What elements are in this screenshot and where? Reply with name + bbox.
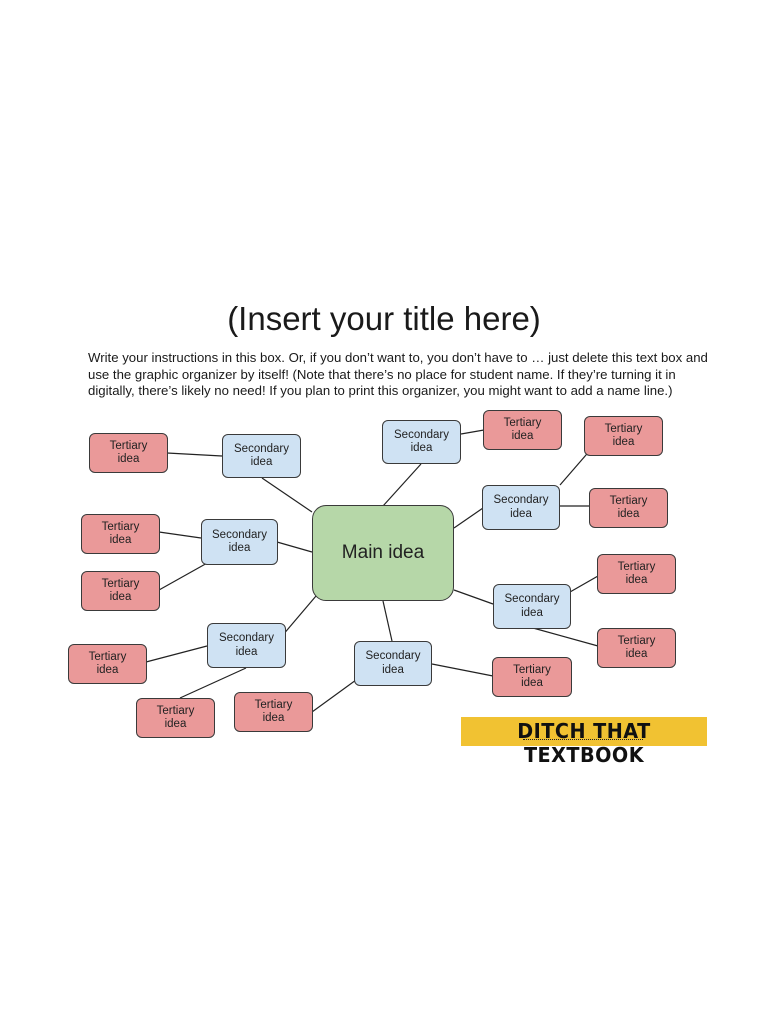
tertiary-idea-node: Tertiary idea bbox=[483, 410, 562, 450]
tertiary-idea-label: Tertiary idea bbox=[513, 663, 551, 690]
connector-line bbox=[281, 595, 317, 637]
secondary-idea-node: Secondary idea bbox=[382, 420, 461, 464]
secondary-idea-node: Secondary idea bbox=[201, 519, 278, 565]
secondary-idea-label: Secondary idea bbox=[394, 428, 449, 455]
secondary-idea-node: Secondary idea bbox=[222, 434, 301, 478]
tertiary-idea-node: Tertiary idea bbox=[68, 644, 147, 684]
connector-line bbox=[261, 477, 313, 513]
tertiary-idea-label: Tertiary idea bbox=[254, 698, 293, 725]
tertiary-idea-node: Tertiary idea bbox=[81, 514, 160, 554]
secondary-idea-label: Secondary idea bbox=[504, 593, 560, 619]
secondary-idea-label: Secondary idea bbox=[212, 528, 267, 555]
connector-line bbox=[453, 507, 484, 529]
connector-line bbox=[158, 561, 210, 591]
secondary-idea-node: Secondary idea bbox=[493, 584, 571, 629]
secondary-idea-label: Secondary idea bbox=[365, 650, 421, 676]
tertiary-idea-node: Tertiary idea bbox=[81, 571, 160, 611]
connector-line bbox=[382, 463, 422, 507]
connector-line bbox=[382, 600, 393, 642]
connector-line bbox=[460, 429, 485, 435]
connector-line bbox=[276, 541, 313, 553]
instructions-text: Write your instructions in this box. Or,… bbox=[88, 350, 708, 398]
logo-text: DITCH THAT TEXTBOOK bbox=[517, 719, 651, 767]
ditch-that-textbook-logo: DITCH THAT TEXTBOOK bbox=[461, 717, 707, 767]
logo-tagline bbox=[523, 739, 643, 743]
tertiary-idea-node: Tertiary idea bbox=[584, 416, 663, 456]
connector-line bbox=[569, 575, 599, 593]
tertiary-idea-label: Tertiary idea bbox=[604, 422, 643, 449]
secondary-idea-label: Secondary idea bbox=[219, 632, 274, 658]
secondary-idea-node: Secondary idea bbox=[482, 485, 560, 530]
connector-line bbox=[145, 645, 208, 663]
tertiary-idea-label: Tertiary idea bbox=[88, 650, 127, 677]
tertiary-idea-node: Tertiary idea bbox=[136, 698, 215, 738]
tertiary-idea-node: Tertiary idea bbox=[234, 692, 313, 732]
tertiary-idea-node: Tertiary idea bbox=[597, 628, 676, 668]
main-idea-label: Main idea bbox=[341, 542, 425, 564]
tertiary-idea-node: Tertiary idea bbox=[89, 433, 168, 473]
tertiary-idea-label: Tertiary idea bbox=[609, 494, 648, 521]
connector-line bbox=[166, 452, 223, 457]
secondary-idea-node: Secondary idea bbox=[207, 623, 286, 668]
tertiary-idea-label: Tertiary idea bbox=[156, 704, 195, 731]
tertiary-idea-label: Tertiary idea bbox=[503, 416, 542, 443]
connector-line bbox=[158, 531, 202, 539]
tertiary-idea-label: Tertiary idea bbox=[617, 634, 656, 661]
tertiary-idea-label: Tertiary idea bbox=[101, 577, 140, 604]
tertiary-idea-node: Tertiary idea bbox=[492, 657, 572, 697]
connector-line bbox=[453, 589, 494, 605]
secondary-idea-node: Secondary idea bbox=[354, 641, 432, 686]
secondary-idea-label: Secondary idea bbox=[234, 442, 289, 469]
secondary-idea-label: Secondary idea bbox=[493, 494, 549, 520]
tertiary-idea-node: Tertiary idea bbox=[589, 488, 668, 528]
tertiary-idea-label: Tertiary idea bbox=[617, 560, 656, 587]
tertiary-idea-label: Tertiary idea bbox=[101, 520, 140, 547]
connector-line bbox=[179, 667, 247, 699]
connector-line bbox=[431, 663, 494, 677]
connector-line bbox=[532, 627, 599, 647]
page-title: (Insert your title here) bbox=[227, 300, 541, 337]
connector-line bbox=[311, 679, 357, 713]
tertiary-idea-node: Tertiary idea bbox=[597, 554, 676, 594]
tertiary-idea-label: Tertiary idea bbox=[109, 439, 148, 466]
main-idea-node: Main idea bbox=[312, 505, 454, 601]
